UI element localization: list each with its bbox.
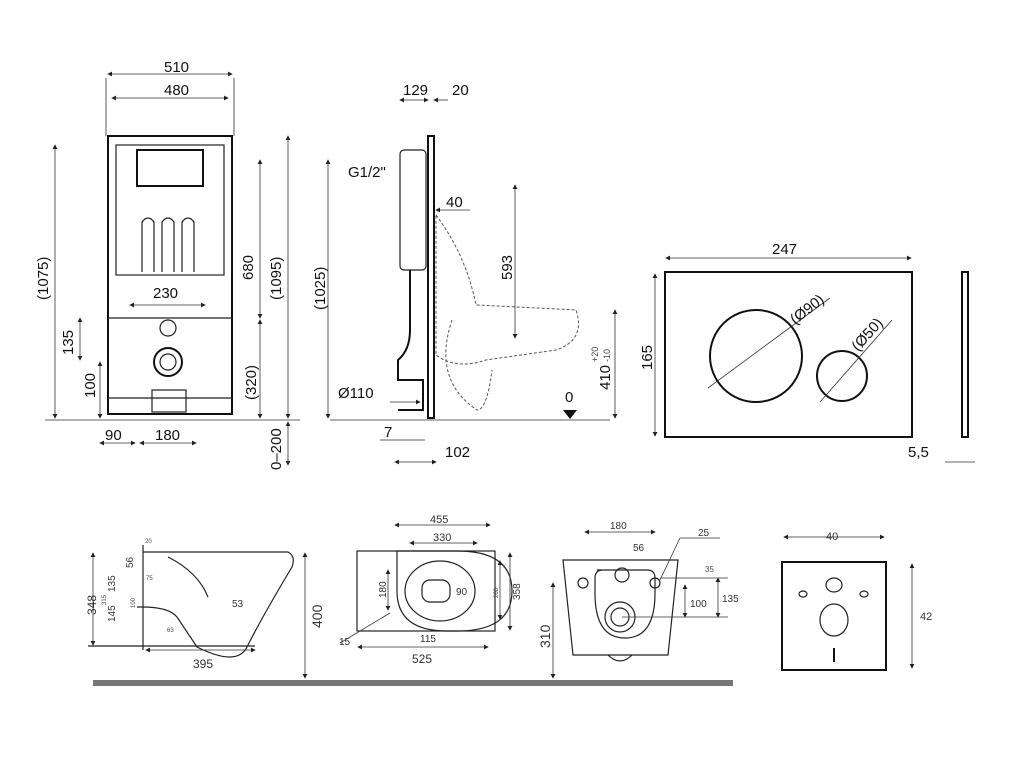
dim-75: 75 bbox=[146, 576, 153, 582]
bowl-side-view: 348 315 56 135 145 100 20 75 53 63 395 4… bbox=[85, 539, 325, 679]
dim-40: 40 bbox=[446, 194, 463, 211]
dim-100: 100 bbox=[690, 599, 707, 610]
dim-455: 455 bbox=[430, 514, 448, 526]
dim-1095: (1095) bbox=[268, 257, 285, 300]
bowl-length: 395 bbox=[193, 657, 213, 671]
pipe-diameter: Ø110 bbox=[338, 385, 374, 402]
dim-100: 100 bbox=[82, 373, 99, 398]
inlet-label: G1/2" bbox=[348, 164, 386, 181]
dim-330: 330 bbox=[433, 532, 451, 544]
dim-180: 180 bbox=[378, 581, 389, 598]
dim-20: 20 bbox=[452, 82, 469, 99]
sound-gasket: 40 42 bbox=[781, 531, 932, 671]
zero-level: 0 bbox=[565, 389, 573, 406]
frame-front-view: 510 480 (1075) 680 (1095) 230 135 100 (3… bbox=[35, 59, 300, 470]
tol-minus: -10 bbox=[602, 349, 612, 362]
dim-680: 680 bbox=[240, 255, 257, 280]
dim-7: 7 bbox=[384, 424, 392, 441]
dim-129: 129 bbox=[403, 82, 428, 99]
dim-320: (320) bbox=[243, 365, 260, 400]
dim-53: 53 bbox=[232, 599, 244, 610]
floor-level-marker-icon bbox=[563, 410, 577, 419]
flush-plate: 247 165 (Ø90) (Ø50) 5,5 bbox=[639, 241, 975, 463]
tol-plus: +20 bbox=[590, 347, 600, 362]
dim-15: 15 bbox=[339, 637, 351, 648]
dim-63: 63 bbox=[167, 628, 174, 634]
dim-102: 102 bbox=[445, 444, 470, 461]
dim-25: 25 bbox=[698, 528, 710, 539]
dim-410: 410 bbox=[597, 365, 614, 390]
floor-line bbox=[93, 680, 733, 686]
dim-180: 180 bbox=[610, 521, 627, 532]
dim-100: 100 bbox=[131, 597, 137, 608]
dim-593: 593 bbox=[499, 255, 516, 280]
dim-348: 348 bbox=[85, 595, 99, 615]
dim-20: 20 bbox=[145, 539, 152, 545]
dim-260: 260 bbox=[494, 587, 500, 598]
gasket-height: 42 bbox=[920, 611, 932, 623]
dim-115: 115 bbox=[420, 634, 436, 645]
gasket-width: 40 bbox=[826, 531, 838, 543]
dim-90: 90 bbox=[105, 427, 122, 444]
dim-35: 35 bbox=[705, 565, 714, 574]
bowl-height: 400 bbox=[309, 604, 325, 628]
plate-height: 165 bbox=[639, 345, 656, 370]
dim-525: 525 bbox=[412, 652, 432, 666]
dim-310: 310 bbox=[537, 624, 553, 648]
bowl-back-view: 180 25 56 35 100 135 310 bbox=[537, 521, 739, 679]
dim-145: 145 bbox=[107, 605, 118, 622]
dim-135: 135 bbox=[107, 575, 118, 592]
dim-1075: (1075) bbox=[35, 257, 52, 300]
dim-230: 230 bbox=[153, 285, 178, 302]
dim-1025: (1025) bbox=[312, 267, 329, 310]
dim-358: 358 bbox=[512, 583, 523, 600]
dim-90: 90 bbox=[456, 587, 468, 598]
dim-56: 56 bbox=[633, 543, 645, 554]
dim-135: 135 bbox=[722, 594, 739, 605]
bowl-top-view: 455 330 180 90 260 358 15 115 525 bbox=[339, 514, 523, 666]
frame-side-view: 129 20 G1/2" 40 593 (1025) Ø110 0 410 +2… bbox=[312, 82, 618, 465]
dim-510: 510 bbox=[164, 59, 189, 76]
dim-315: 315 bbox=[102, 594, 108, 605]
big-button-diameter: (Ø90) bbox=[787, 291, 828, 328]
plate-width: 247 bbox=[772, 241, 797, 258]
dim-135: 135 bbox=[60, 330, 77, 355]
dim-180: 180 bbox=[155, 427, 180, 444]
plate-thickness: 5,5 bbox=[908, 444, 929, 461]
dim-480: 480 bbox=[164, 82, 189, 99]
dim-56: 56 bbox=[125, 556, 136, 568]
small-button-diameter: (Ø50) bbox=[848, 315, 886, 355]
dim-0-200: 0–200 bbox=[268, 428, 285, 470]
